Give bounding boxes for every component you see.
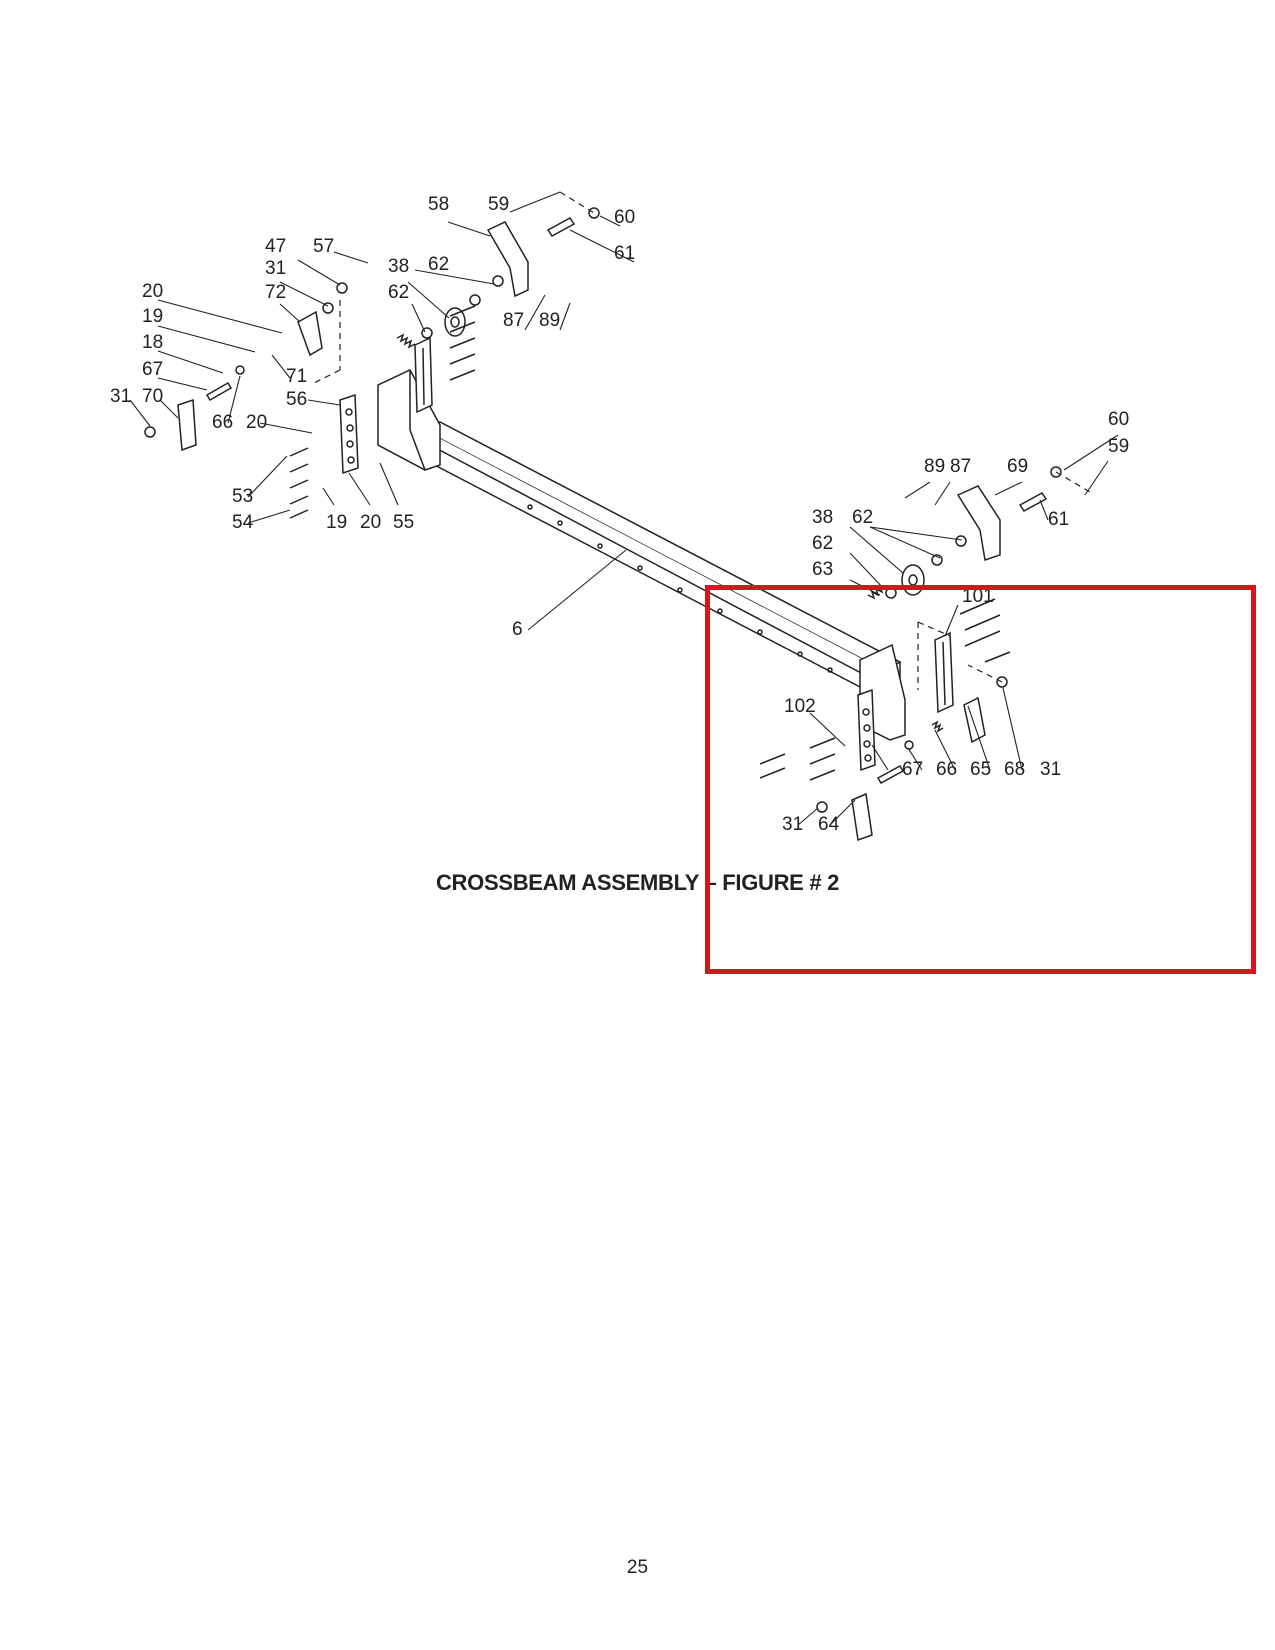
figure-caption: CROSSBEAM ASSEMBLY – FIGURE # 2	[435, 870, 840, 895]
callout-67: 67	[142, 359, 163, 380]
callout-101: 101	[962, 586, 994, 607]
callout-62: 62	[812, 533, 833, 554]
callout-56: 56	[286, 389, 307, 410]
callout-59: 59	[488, 194, 509, 215]
callout-20: 20	[246, 412, 267, 433]
callout-71: 71	[286, 366, 307, 387]
crossbeam-assembly-diagram: 58 59 60 61 47 57 31 72 38 62 62 87 89 2…	[110, 191, 1129, 842]
highlight-box	[705, 585, 1256, 974]
callout-53: 53	[232, 486, 253, 507]
callout-66: 66	[212, 412, 233, 433]
callout-62: 62	[852, 507, 873, 528]
callout-102: 102	[784, 696, 816, 717]
callout-58: 58	[428, 194, 449, 215]
callout-57: 57	[313, 236, 334, 257]
callout-61: 61	[614, 243, 635, 264]
callout-68: 68	[1004, 759, 1025, 780]
callout-65: 65	[970, 759, 991, 780]
callout-87: 87	[950, 456, 971, 477]
callout-38: 38	[388, 256, 409, 277]
callout-19: 19	[326, 512, 347, 533]
callout-59: 59	[1108, 436, 1129, 457]
callout-64: 64	[818, 814, 840, 835]
callout-31: 31	[265, 258, 286, 279]
callout-55: 55	[393, 512, 414, 533]
callout-60: 60	[1108, 409, 1129, 430]
callout-87: 87	[503, 310, 524, 331]
callout-19: 19	[142, 306, 163, 327]
callout-20: 20	[142, 281, 163, 302]
callout-31: 31	[110, 386, 131, 407]
callout-31: 31	[782, 814, 803, 835]
callout-62: 62	[388, 282, 409, 303]
callout-70: 70	[142, 386, 163, 407]
callout-89: 89	[539, 310, 560, 331]
callout-20: 20	[360, 512, 381, 533]
callout-63: 63	[812, 559, 833, 580]
callout-89: 89	[924, 456, 945, 477]
callout-69: 69	[1007, 456, 1028, 477]
callout-62: 62	[428, 254, 449, 275]
callout-60: 60	[614, 207, 635, 228]
callout-66: 66	[936, 759, 957, 780]
page-number: 25	[626, 1557, 649, 1578]
callout-54: 54	[232, 512, 254, 533]
callout-61: 61	[1048, 509, 1069, 530]
callout-6: 6	[512, 619, 523, 640]
callout-31: 31	[1040, 759, 1061, 780]
callout-18: 18	[142, 332, 163, 353]
callout-47: 47	[265, 236, 286, 257]
callout-72: 72	[265, 282, 286, 303]
callout-38: 38	[812, 507, 833, 528]
callout-67: 67	[902, 759, 923, 780]
